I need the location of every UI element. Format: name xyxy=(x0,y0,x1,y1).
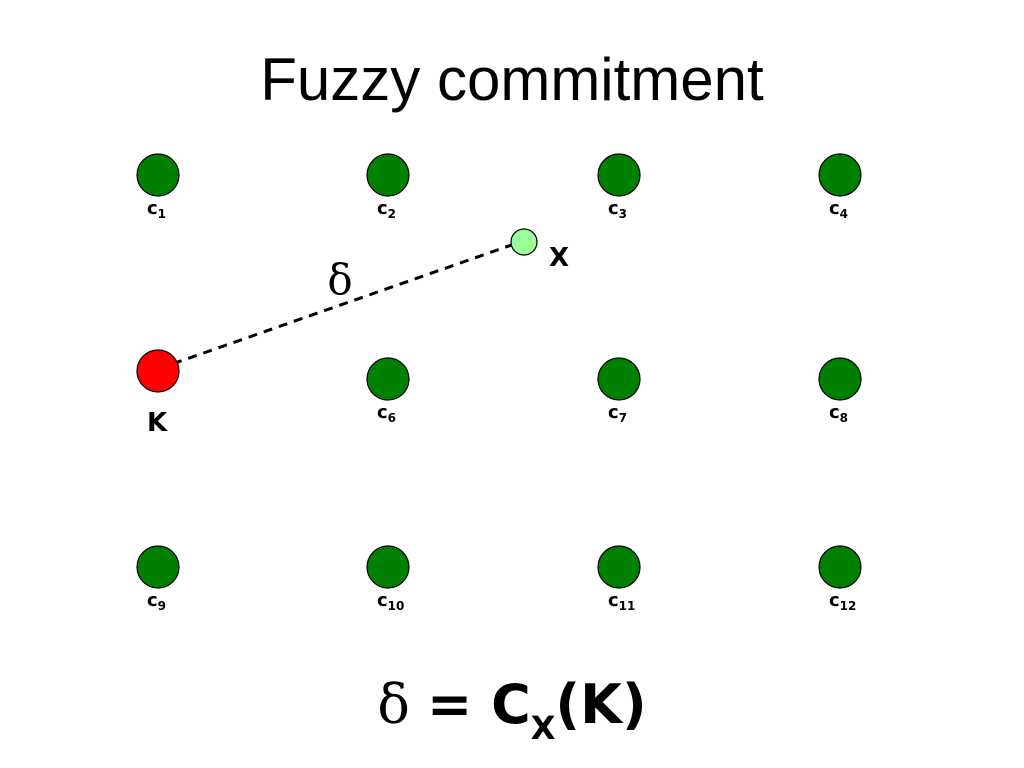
slide-title: Fuzzy commitment xyxy=(260,46,764,113)
codeword-point-c6 xyxy=(366,357,410,401)
codeword-label-c4: c4 xyxy=(829,198,849,222)
codeword-point-c11 xyxy=(597,545,641,589)
codeword-point-c7 xyxy=(597,357,641,401)
witness-label: X xyxy=(549,243,570,273)
formula-arg: (K) xyxy=(555,673,647,736)
codeword-label-c1: c1 xyxy=(147,198,167,222)
codeword-label-c9: c9 xyxy=(147,590,167,614)
codeword-point-c8 xyxy=(818,357,862,401)
points-group xyxy=(136,153,862,589)
codeword-label-c10: c10 xyxy=(377,590,405,614)
codeword-point-c10 xyxy=(366,545,410,589)
codeword-point-c9 xyxy=(136,545,180,589)
formula-c: C xyxy=(491,673,531,736)
formula-delta: δ xyxy=(377,673,410,736)
codeword-label-c6: c6 xyxy=(377,402,397,426)
key-point xyxy=(136,349,180,393)
codeword-label-c11: c11 xyxy=(608,590,636,614)
distance-label: δ xyxy=(327,255,352,304)
formula-subscript: X xyxy=(530,709,556,747)
codeword-point-c12 xyxy=(818,545,862,589)
codeword-point-c3 xyxy=(597,153,641,197)
formula: δ = CX(K) xyxy=(0,672,1024,761)
codeword-point-c1 xyxy=(136,153,180,197)
codeword-label-c12: c12 xyxy=(829,590,857,614)
codeword-point-c4 xyxy=(818,153,862,197)
witness-point xyxy=(510,228,538,256)
codeword-label-c7: c7 xyxy=(608,402,628,426)
formula-equals: = xyxy=(427,673,473,736)
codeword-label-c3: c3 xyxy=(608,198,628,222)
codeword-label-c8: c8 xyxy=(829,402,849,426)
codeword-label-c2: c2 xyxy=(377,198,397,222)
key-label: K xyxy=(147,408,168,438)
distance-line xyxy=(157,239,524,371)
codeword-point-c2 xyxy=(366,153,410,197)
